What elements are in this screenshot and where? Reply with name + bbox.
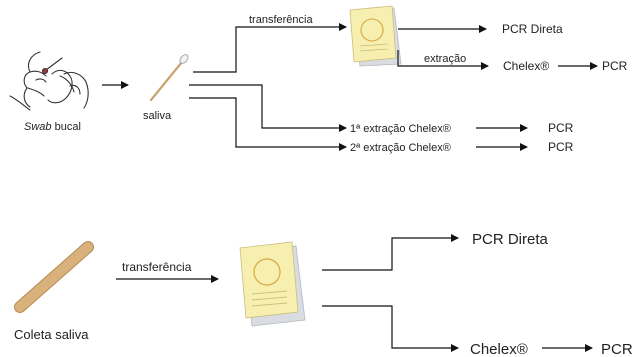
swab-stick-icon	[149, 54, 189, 102]
pcr-after-chelex-top: PCR	[602, 59, 628, 73]
branch-second-extraction	[189, 97, 347, 151]
transfer-label-top: transferência	[249, 14, 313, 26]
pcr-second-extraction: PCR	[548, 140, 574, 154]
branch-first-extraction	[189, 84, 347, 132]
fta-card-icon	[349, 5, 402, 67]
branch-chelex-bottom	[322, 305, 459, 352]
branch-extraction	[397, 50, 489, 70]
branch-pcr-direct-bottom	[322, 234, 459, 271]
pcr-direct-top: PCR Direta	[502, 22, 563, 36]
chelex-top: Chelex®	[503, 59, 549, 73]
wooden-stick-icon	[14, 241, 94, 313]
source-label-saliva: Coleta saliva	[14, 327, 89, 342]
transfer-label-bottom: transferência	[122, 260, 192, 274]
mouth-swab-icon	[9, 51, 89, 111]
pcr-first-extraction: PCR	[548, 121, 574, 135]
source-label-swab: Swab bucal	[24, 121, 81, 133]
second-extraction-label: 2ª extração Chelex®	[350, 142, 451, 154]
fta-card-icon	[239, 241, 306, 327]
saliva-label: saliva	[143, 110, 172, 122]
pcr-direct-bottom: PCR Direta	[472, 231, 549, 248]
chelex-bottom: Chelex®	[470, 341, 528, 357]
pcr-after-chelex-bottom: PCR	[601, 341, 633, 357]
extraction-label: extração	[424, 53, 466, 65]
first-extraction-label: 1ª extração Chelex®	[350, 123, 451, 135]
branch-transfer	[193, 23, 347, 73]
